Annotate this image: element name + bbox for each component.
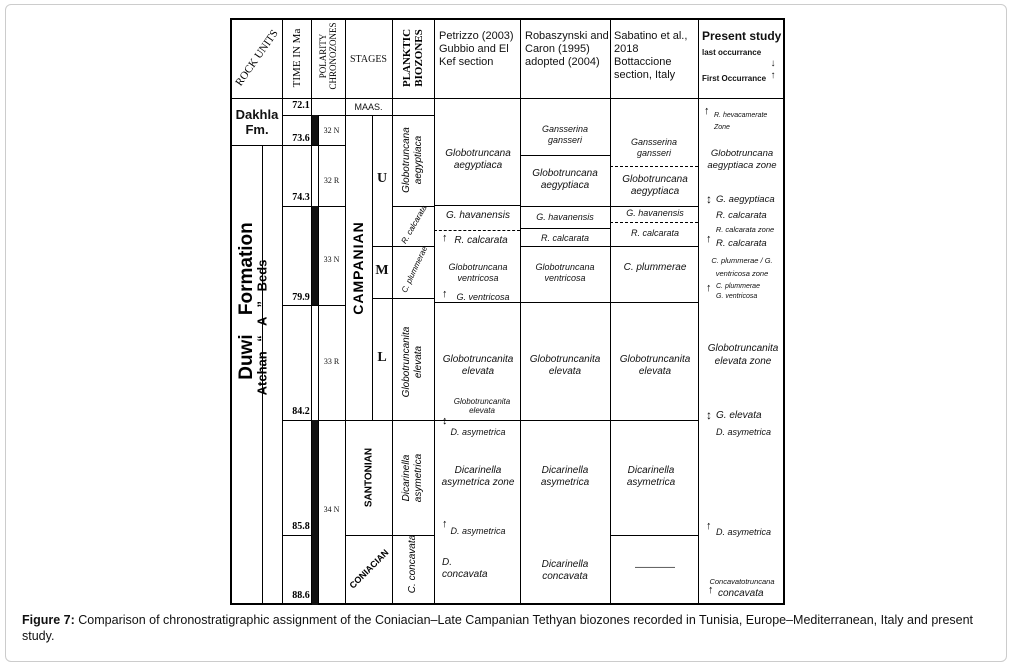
present-concavatotruncana: Concavatotruncana bbox=[709, 577, 775, 586]
legend-last-occurrence: last occurrance bbox=[702, 48, 762, 57]
biozone-elevata: Globotruncanita elevata bbox=[401, 326, 424, 398]
biozone-concavata: C. concavata bbox=[407, 534, 418, 594]
header-sabatino: Sabatino et al., 2018 Bottaccione sectio… bbox=[614, 30, 688, 81]
header-stages: STAGES bbox=[350, 54, 387, 65]
sab-elevata: Globotruncanita elevata bbox=[619, 354, 691, 377]
caption-label: Figure 7: bbox=[22, 613, 75, 627]
polarity-label: 34 N bbox=[323, 505, 340, 514]
header-petrizzo: Petrizzo (2003) Gubbio and El Kef sectio… bbox=[439, 30, 514, 68]
present-elevata-zone: Globotruncanita elevata zone bbox=[707, 343, 779, 367]
stage-santonian: SANTONIAN bbox=[363, 447, 375, 508]
biozone-aegyptiaca: Globotruncana aegyptiaca bbox=[401, 127, 424, 193]
biozone-calcarata: R. calcarata bbox=[399, 203, 429, 246]
petrizzo-asymetrica-zone: Dicarinella asymetrica zone bbox=[441, 465, 515, 488]
present-plummerae-zone: C. plummerae / G. ventricosa zone bbox=[711, 256, 773, 278]
present-d-asymetrica-1: D. asymetrica bbox=[716, 427, 772, 437]
present-c-plummerae: C. plummerae bbox=[716, 283, 760, 290]
sab-havanensis: G. havanensis bbox=[626, 208, 684, 218]
time-label: 88.6 bbox=[292, 590, 310, 601]
biozone-asymetrica: Dicarinella asymetrica bbox=[401, 453, 424, 503]
time-label: 74.3 bbox=[292, 192, 310, 203]
dakhla-fm: Dakhla Fm. bbox=[235, 107, 279, 137]
caption-text: Comparison of chronostratigraphic assign… bbox=[22, 613, 974, 643]
petrizzo-d-asymetrica-1: D. asymetrica bbox=[450, 427, 506, 437]
figure-frame bbox=[5, 4, 1007, 662]
petrizzo-havanensis: G. havanensis bbox=[446, 210, 510, 221]
present-r-calcarata-2: R. calcarata bbox=[716, 238, 767, 249]
time-label: 73.6 bbox=[292, 133, 310, 144]
polarity-label: 33 N bbox=[323, 255, 340, 264]
arrow-up-icon: ↑ bbox=[770, 70, 776, 81]
time-label: 79.9 bbox=[292, 292, 310, 303]
header-rock-units: ROCK UNITS bbox=[233, 27, 281, 89]
header-time: TIME IN Ma bbox=[291, 28, 303, 88]
rob-aegyptiaca: Globotruncana aegyptiaca bbox=[532, 168, 598, 191]
rob-elevata: Globotruncanita elevata bbox=[529, 354, 601, 377]
atchan-beds: Atchan “ A ” Beds bbox=[254, 259, 270, 396]
present-calcarata-zone: R. calcarata zone bbox=[715, 225, 775, 234]
polarity-label: 32 R bbox=[323, 176, 340, 185]
substage-l: L bbox=[377, 350, 387, 365]
petrizzo-elevata: Globotruncanita elevata bbox=[442, 354, 514, 377]
rob-ventricosa: Globotruncana ventricosa bbox=[535, 262, 595, 283]
substage-u: U bbox=[376, 171, 388, 186]
petrizzo-calcarata: R. calcarata bbox=[454, 235, 508, 246]
sab-asymetrica: Dicarinella asymetrica bbox=[626, 465, 676, 488]
sab-gansseri: Gansserina gansseri bbox=[630, 137, 678, 158]
stage-maas: MAAS. bbox=[354, 102, 383, 112]
header-robaszynski: Robaszynski and Caron (1995) adopted (20… bbox=[525, 30, 609, 68]
biozone-plummerae: C. plummerae bbox=[399, 244, 430, 295]
stage-campanian: CAMPANIAN bbox=[350, 221, 366, 315]
sab-calcarata: R. calcarata bbox=[630, 228, 680, 238]
substage-m: M bbox=[375, 263, 389, 278]
present-hevacamerate: R. hevacamerate Zone bbox=[714, 112, 768, 131]
time-label: 72.1 bbox=[292, 100, 310, 111]
time-label: 85.8 bbox=[292, 521, 310, 532]
time-label: 84.2 bbox=[292, 406, 310, 417]
header-biozones: PLANKTIC BIOZONES bbox=[401, 28, 425, 88]
stratigraphy-table: ROCK UNITS TIME IN Ma POLARITY CHRONOZON… bbox=[230, 18, 785, 605]
petrizzo-g-ventricosa: G. ventricosa bbox=[456, 292, 510, 302]
header-polarity: POLARITY CHRONOZONES bbox=[318, 22, 338, 90]
rob-havanensis: G. havanensis bbox=[536, 212, 594, 222]
petrizzo-d-asymetrica-2: D. asymetrica bbox=[450, 526, 506, 536]
sab-plummerae: C. plummerae bbox=[623, 262, 687, 273]
stage-coniacian: CONIACIAN bbox=[347, 547, 391, 591]
header-present: Present study bbox=[702, 29, 782, 43]
sab-aegyptiaca: Globotruncana aegyptiaca bbox=[622, 174, 688, 197]
rob-calcarata: R. calcarata bbox=[540, 233, 590, 243]
petrizzo-concavata: D. concavata bbox=[442, 557, 488, 580]
rob-asymetrica: Dicarinella asymetrica bbox=[540, 465, 590, 488]
sab-concavata-absent: ———— bbox=[635, 562, 675, 573]
figure-caption: Figure 7: Comparison of chronostratigrap… bbox=[22, 612, 997, 644]
present-r-calcarata-1: R. calcarata bbox=[716, 210, 767, 221]
polarity-label: 32 N bbox=[323, 126, 340, 135]
legend-first-occurrence: First Occurrance bbox=[702, 74, 767, 83]
petrizzo-elevata-small: Globotruncanita elevata bbox=[453, 397, 511, 415]
present-g-aegyptiaca: G. aegyptiaca bbox=[716, 194, 775, 205]
arrow-down-icon: ↓ bbox=[770, 58, 776, 69]
present-g-ventricosa: G. ventricosa bbox=[716, 293, 758, 300]
rob-gansseri: Gansserina gansseri bbox=[541, 124, 589, 145]
present-aegyptiaca-zone: Globotruncana aegyptiaca zone bbox=[707, 148, 777, 171]
present-concavata: concavata bbox=[718, 588, 764, 599]
present-g-elevata: G. elevata bbox=[716, 410, 762, 421]
polarity-label: 33 R bbox=[323, 357, 340, 366]
petrizzo-ventricosa: Globotruncana ventricosa bbox=[448, 262, 508, 283]
petrizzo-aegyptiaca: Globotruncana aegyptiaca bbox=[445, 148, 511, 171]
rob-concavata: Dicarinella concavata bbox=[541, 559, 589, 582]
present-d-asymetrica-2: D. asymetrica bbox=[716, 527, 772, 537]
